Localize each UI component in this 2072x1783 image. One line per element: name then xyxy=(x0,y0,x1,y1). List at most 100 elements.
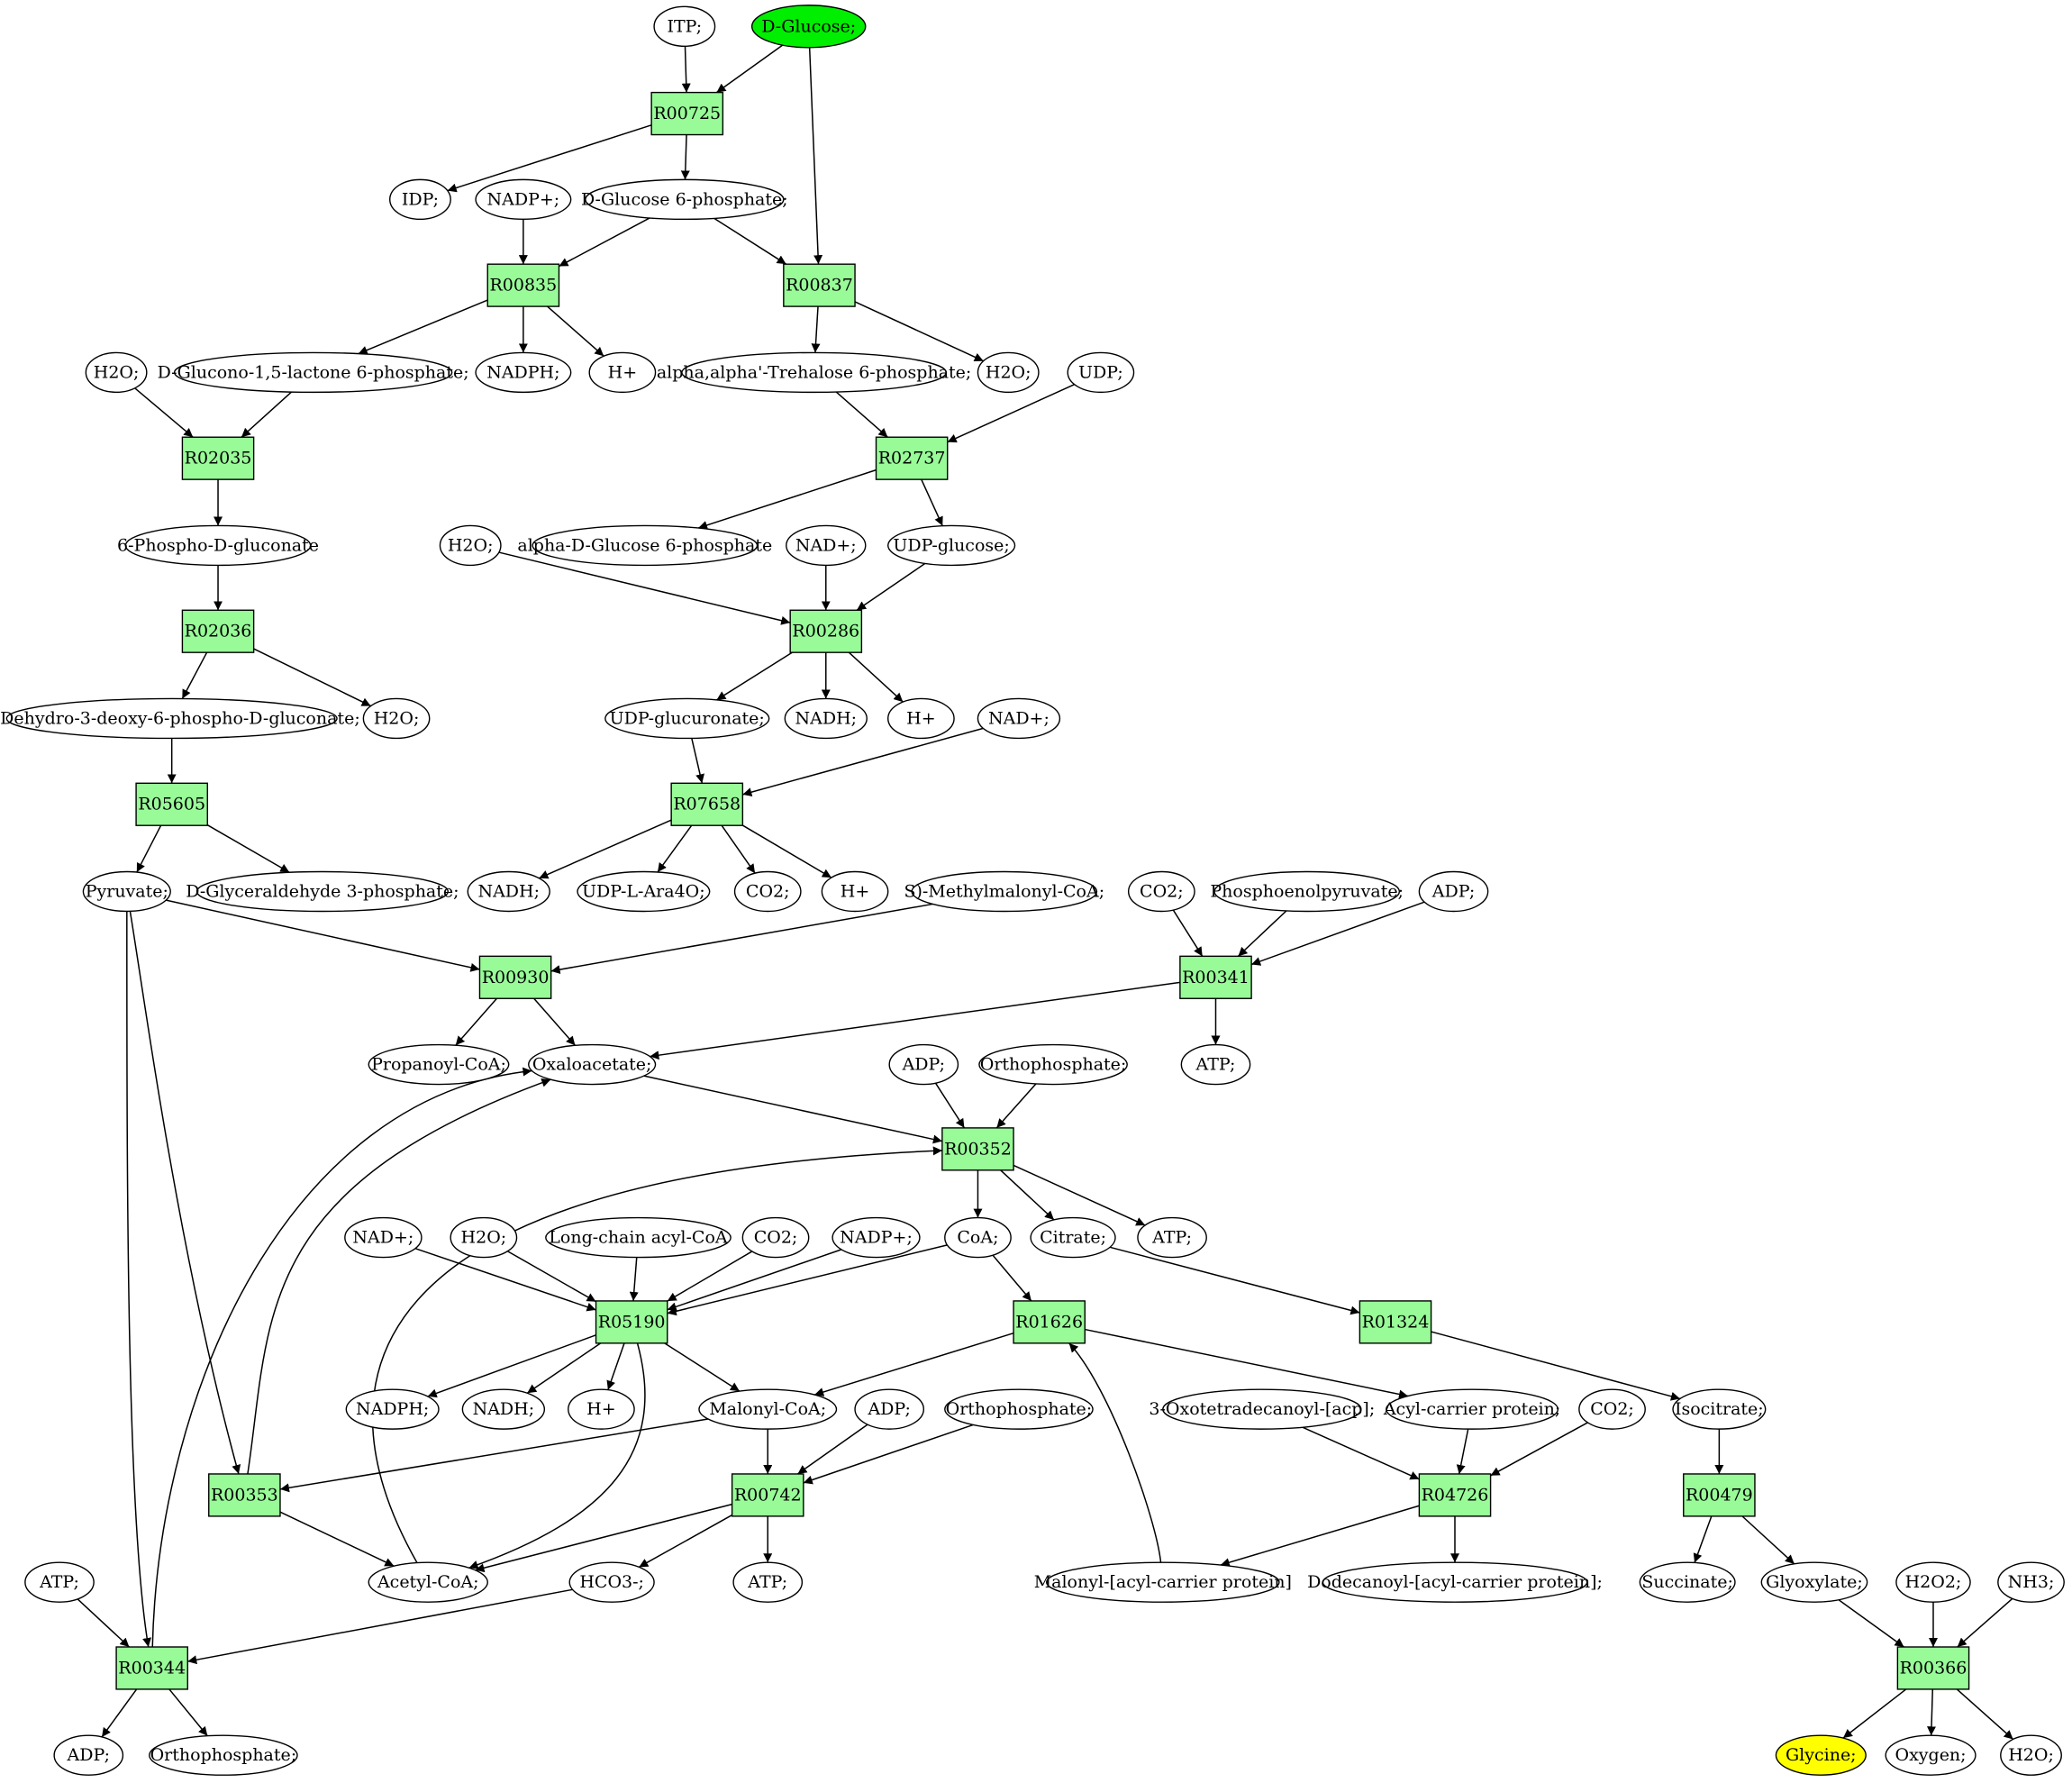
compound-label: ATP; xyxy=(1195,1055,1236,1075)
compound-label: NAD+; xyxy=(988,708,1050,728)
compound-node-oxaloacetate: Oxaloacetate; xyxy=(528,1043,657,1086)
compound-label: Orthophosphate; xyxy=(980,1055,1127,1075)
compound-ellipse xyxy=(887,524,1016,567)
compound-node-nadph2: NADPH; xyxy=(345,1388,440,1430)
reaction-box xyxy=(115,1646,188,1690)
edge-r00930-to-oxaloacetate xyxy=(533,997,577,1046)
compound-label: 2-Dehydro-3-deoxy-6-phospho-D-gluconate; xyxy=(0,708,360,728)
compound-node-adp_c: ADP; xyxy=(854,1388,925,1430)
reaction-node-r05605: R05605 xyxy=(135,782,208,826)
reaction-box xyxy=(789,609,863,653)
reaction-box xyxy=(670,782,744,826)
edge-nad2-to-r07658 xyxy=(742,727,984,797)
reaction-label: R07658 xyxy=(673,795,741,814)
compound-node-udpglucuronate: UDP-glucuronate; xyxy=(604,697,770,740)
compound-node-atp_a: ATP; xyxy=(1180,1043,1251,1086)
compound-node-malonyl: Malonyl-CoA; xyxy=(698,1388,838,1430)
compound-ellipse xyxy=(1997,1561,2065,1603)
compound-node-ortho_c: Orthophosphate; xyxy=(149,1734,298,1776)
compound-label: ADP; xyxy=(902,1055,945,1075)
compound-node-h2o_f: H2O; xyxy=(2000,1734,2062,1776)
compound-label: S)-Methylmalonyl-CoA; xyxy=(904,882,1104,902)
compound-ellipse xyxy=(585,178,785,221)
edge-r04726-to-malonylacp xyxy=(1220,1505,1420,1568)
compound-ellipse xyxy=(604,697,770,740)
edge-atp_d-to-r00344 xyxy=(77,1598,130,1648)
compound-node-h2o2: H2O2; xyxy=(1895,1561,1971,1603)
compound-ellipse xyxy=(344,1216,423,1259)
compound-node-oxygen: Oxygen; xyxy=(1885,1734,1977,1776)
reaction-node-r00344: R00344 xyxy=(115,1646,188,1690)
compound-ellipse xyxy=(389,178,451,221)
compound-ellipse xyxy=(5,697,338,740)
edge-h2o_e-to-r05190 xyxy=(507,1251,596,1303)
compound-label: ADP; xyxy=(67,1745,110,1765)
compound-label: NADH; xyxy=(477,882,540,902)
compound-ellipse xyxy=(173,351,453,394)
compound-node-h2o_b: H2O; xyxy=(977,351,1040,394)
compound-ellipse xyxy=(124,524,312,567)
compound-label: D-Glucose 6-phosphate; xyxy=(581,189,788,209)
compound-label: ADP; xyxy=(867,1399,910,1419)
compound-ellipse xyxy=(741,1216,810,1259)
reaction-node-r05190: R05190 xyxy=(595,1300,668,1344)
compound-ellipse xyxy=(784,697,868,740)
compound-ellipse xyxy=(854,1388,925,1430)
compound-label: D-Glyceraldehyde 3-phosphate; xyxy=(186,882,459,902)
compound-label: H+ xyxy=(906,708,936,728)
compound-node-nadh3: NADH; xyxy=(461,1388,546,1430)
compound-ellipse xyxy=(577,870,711,913)
compound-node-ortho_b: Orthophosphate; xyxy=(944,1388,1094,1430)
compound-ellipse xyxy=(977,697,1061,740)
compound-ellipse xyxy=(1046,1561,1280,1603)
reaction-box xyxy=(181,609,255,653)
compound-ellipse xyxy=(450,1216,518,1259)
compound-node-nadph1: NADPH; xyxy=(475,351,572,394)
edge-udp-to-r02737 xyxy=(947,383,1075,443)
edge-r00479-to-succinate xyxy=(1693,1515,1713,1563)
compound-label: H2O2; xyxy=(1905,1572,1962,1592)
compound-label: H2O; xyxy=(461,1228,507,1248)
compound-label: NADPH; xyxy=(486,362,559,382)
compound-ellipse xyxy=(532,524,759,567)
compound-node-nadp1: NADP+; xyxy=(475,178,572,221)
reaction-node-r00930: R00930 xyxy=(478,955,552,999)
compound-ellipse xyxy=(733,870,802,913)
edge-nh3-to-r00366 xyxy=(1957,1597,2013,1648)
edge-pyruvate-to-r00353 xyxy=(129,911,241,1475)
compound-ellipse xyxy=(888,1043,959,1086)
compound-ellipse xyxy=(53,1734,124,1776)
edge-r07658-to-co2_a xyxy=(721,824,756,874)
reaction-label: R00835 xyxy=(489,276,557,296)
reaction-label: R02036 xyxy=(185,622,252,641)
compound-ellipse xyxy=(821,870,889,913)
edge-malonylacp-to-r01626 xyxy=(1068,1342,1162,1563)
compound-ellipse xyxy=(1127,870,1195,913)
reaction-node-r02035: R02035 xyxy=(181,436,255,480)
compound-ellipse xyxy=(368,1561,488,1603)
compound-node-adp_a: ADP; xyxy=(1418,870,1489,913)
compound-label: D-Glucose; xyxy=(761,16,856,36)
compound-node-hplus3: H+ xyxy=(821,870,889,913)
compound-ellipse xyxy=(149,1734,298,1776)
compound-node-h2o_c: H2O; xyxy=(439,524,502,567)
edge-r05190-to-acetylcoa xyxy=(468,1342,646,1569)
compound-node-ortho_a: Orthophosphate; xyxy=(978,1043,1128,1086)
compound-ellipse xyxy=(1137,1216,1207,1259)
compound-ellipse xyxy=(944,1388,1094,1430)
compound-ellipse xyxy=(977,351,1040,394)
reaction-box xyxy=(1418,1473,1492,1517)
compound-label: Pyruvate; xyxy=(86,882,168,902)
compound-ellipse xyxy=(568,1561,655,1603)
edge-r00353-to-oxaloacetate xyxy=(247,1078,551,1475)
edge-r01324-to-isocitrate xyxy=(1431,1331,1681,1401)
reaction-box xyxy=(1013,1300,1086,1344)
compound-node-itp: ITP; xyxy=(653,5,716,48)
reaction-node-r00353: R00353 xyxy=(208,1473,281,1517)
edge-pyruvate-to-r00344 xyxy=(126,911,152,1648)
edge-hco3-to-r00344 xyxy=(187,1588,573,1665)
edge-r07658-to-udpara xyxy=(657,824,693,873)
compound-label: Oxaloacetate; xyxy=(532,1055,652,1075)
compound-ellipse xyxy=(528,1043,657,1086)
reaction-box xyxy=(875,436,949,480)
